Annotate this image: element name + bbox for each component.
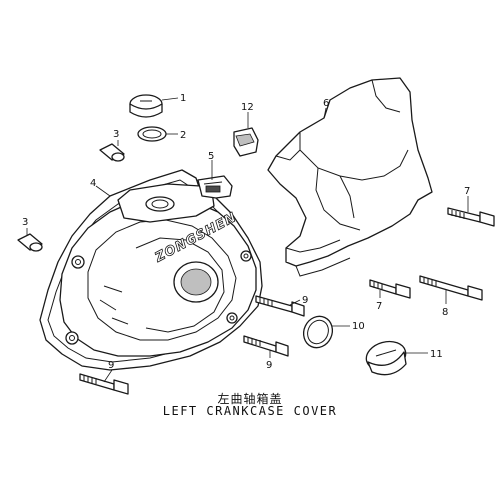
callout-6: 6 <box>323 98 329 109</box>
part-bolt-lower-left <box>79 373 129 395</box>
part-bolt-center <box>255 295 305 317</box>
part-o-ring-small <box>137 126 167 142</box>
part-o-ring-large <box>302 315 334 349</box>
callout-9-lower-middle: 9 <box>266 360 272 371</box>
callout-11: 11 <box>430 349 443 360</box>
part-crankcase-cover <box>59 183 257 357</box>
callout-7-upper: 7 <box>464 186 470 197</box>
callout-9-lower-left: 9 <box>108 360 114 371</box>
part-sprocket-cover <box>267 77 433 277</box>
callout-4: 4 <box>90 178 96 189</box>
callout-10: 10 <box>352 321 365 332</box>
part-bolt-middle-short <box>369 279 411 299</box>
callout-labels: 1 2 3 3 4 5 6 7 7 8 9 9 9 10 11 12 <box>22 93 470 371</box>
callout-2: 2 <box>180 130 186 141</box>
part-timing-plug <box>365 340 407 376</box>
callout-8: 8 <box>442 307 448 318</box>
part-grommet <box>233 127 259 157</box>
callout-7-lower: 7 <box>376 301 382 312</box>
leader-lines <box>26 97 469 383</box>
diagram-title-english: LEFT CRANKCASE COVER <box>162 404 338 418</box>
part-dowel-pin-upper <box>99 143 125 162</box>
callout-1: 1 <box>180 93 186 104</box>
callout-5: 5 <box>208 151 214 162</box>
part-bracket <box>197 175 233 199</box>
part-plug-cap <box>129 94 163 118</box>
part-bolt-lower-middle <box>243 335 289 357</box>
part-dowel-pin-lower <box>17 233 43 252</box>
diagram-title-chinese: 左曲轴箱盖 <box>217 392 283 406</box>
part-bolt-long <box>419 275 483 301</box>
callout-3-lower: 3 <box>22 217 28 228</box>
callout-12: 12 <box>241 102 254 113</box>
part-bolt-upper-right <box>447 207 495 227</box>
callout-9-center: 9 <box>302 295 308 306</box>
callout-3-upper: 3 <box>113 129 119 140</box>
